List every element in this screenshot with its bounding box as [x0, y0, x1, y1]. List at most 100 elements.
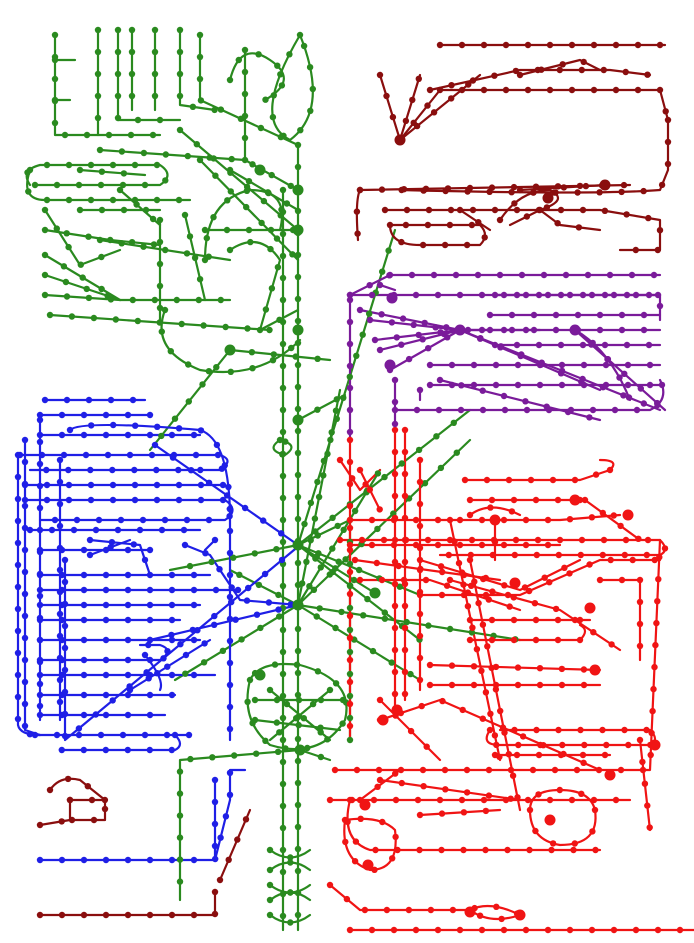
metabolite-node: [610, 512, 617, 519]
metabolite-node: [478, 541, 486, 549]
metabolite-node: [102, 691, 110, 699]
metabolite-node: [146, 411, 154, 419]
metabolite-node: [226, 513, 233, 520]
metabolite-node: [36, 856, 44, 864]
metabolite-node: [346, 340, 354, 348]
metabolite-node: [359, 331, 366, 338]
metabolite-node: [133, 201, 140, 208]
metabolite-node: [475, 219, 482, 226]
metabolite-node: [395, 562, 402, 570]
metabolite-node: [464, 603, 472, 610]
metabolite-node: [217, 834, 224, 841]
metabolite-node: [156, 319, 163, 326]
metabolite-node: [68, 313, 76, 320]
metabolite-node: [105, 131, 113, 139]
metabolite-node: [487, 710, 494, 717]
metabolite-node: [405, 355, 413, 363]
metabolite-node: [634, 86, 642, 94]
metabolite-node: [471, 578, 478, 585]
metabolite-node: [346, 648, 354, 656]
metabolite-node: [470, 681, 478, 689]
metabolite-node: [418, 702, 425, 710]
metabolite-node: [146, 586, 154, 594]
hub-node: [589, 664, 601, 676]
metabolite-node: [628, 271, 636, 279]
metabolite-node: [244, 325, 251, 332]
metabolite-node: [146, 616, 154, 624]
metabolite-node: [241, 134, 249, 142]
metabolite-node: [58, 431, 66, 439]
metabolite-node: [94, 48, 102, 56]
metabolite-node: [562, 271, 570, 279]
metabolite-node: [376, 346, 384, 354]
metabolite-node: [226, 681, 234, 689]
metabolite-node: [87, 196, 95, 204]
metabolite-node: [558, 665, 566, 673]
metabolite-node: [80, 691, 88, 699]
metabolite-node: [80, 671, 88, 679]
metabolite-node: [448, 361, 456, 369]
metabolite-node: [36, 636, 44, 644]
metabolite-node: [222, 813, 230, 820]
metabolite-node: [76, 206, 84, 214]
metabolite-node: [276, 436, 284, 444]
metabolite-node: [65, 481, 73, 489]
hub-node: [292, 539, 304, 551]
metabolite-node: [202, 550, 209, 557]
metabolite-node: [56, 456, 64, 464]
metabolite-node: [458, 86, 466, 94]
metabolite-node: [203, 234, 210, 242]
metabolite-node: [601, 291, 609, 299]
metabolite-node: [85, 294, 93, 302]
metabolite-node: [415, 75, 422, 83]
metabolite-node: [556, 786, 563, 794]
metabolite-node: [279, 714, 287, 722]
metabolite-node: [443, 582, 451, 589]
metabolite-node: [295, 696, 303, 704]
metabolite-node: [176, 812, 184, 819]
metabolite-node: [36, 658, 44, 666]
metabolite-node: [621, 370, 628, 377]
metabolite-node: [456, 926, 464, 934]
metabolite-node: [102, 856, 110, 864]
metabolite-node: [102, 911, 110, 919]
metabolite-node: [232, 616, 239, 623]
metabolite-node: [294, 361, 302, 369]
metabolite-node: [210, 155, 217, 162]
metabolite-node: [448, 95, 455, 102]
metabolite-node: [577, 726, 584, 734]
metabolite-node: [294, 823, 302, 831]
metabolite-node: [378, 311, 385, 318]
metabolite-node: [513, 206, 521, 214]
metabolite-node: [578, 536, 586, 544]
metabolite-node: [66, 796, 74, 804]
metabolite-node: [557, 206, 565, 214]
metabolite-node: [470, 381, 478, 389]
metabolite-node: [645, 214, 652, 222]
metabolite-node: [223, 226, 231, 234]
metabolite-node: [129, 296, 136, 304]
metabolite-node: [511, 726, 518, 734]
metabolite-node: [101, 796, 109, 804]
metabolite-node: [501, 406, 509, 414]
metabolite-node: [257, 124, 265, 132]
metabolite-node: [96, 236, 104, 244]
metabolite-node: [58, 671, 66, 679]
metabolite-node: [153, 481, 161, 489]
metabolite-node: [309, 700, 317, 708]
metabolite-node: [580, 58, 587, 66]
metabolite-node: [262, 96, 269, 103]
metabolite-node: [522, 516, 530, 524]
metabolite-node: [438, 591, 446, 599]
metabolite-node: [88, 796, 96, 804]
hub-node: [599, 179, 611, 191]
metabolite-node: [87, 466, 94, 474]
metabolite-node: [500, 392, 508, 400]
metabolite-node: [346, 291, 354, 299]
metabolite-node: [217, 296, 224, 304]
hub-node: [292, 224, 304, 236]
metabolite-node: [190, 636, 198, 644]
metabolite-node: [183, 516, 191, 524]
metabolite-node: [227, 368, 234, 375]
metabolite-node: [175, 481, 183, 489]
